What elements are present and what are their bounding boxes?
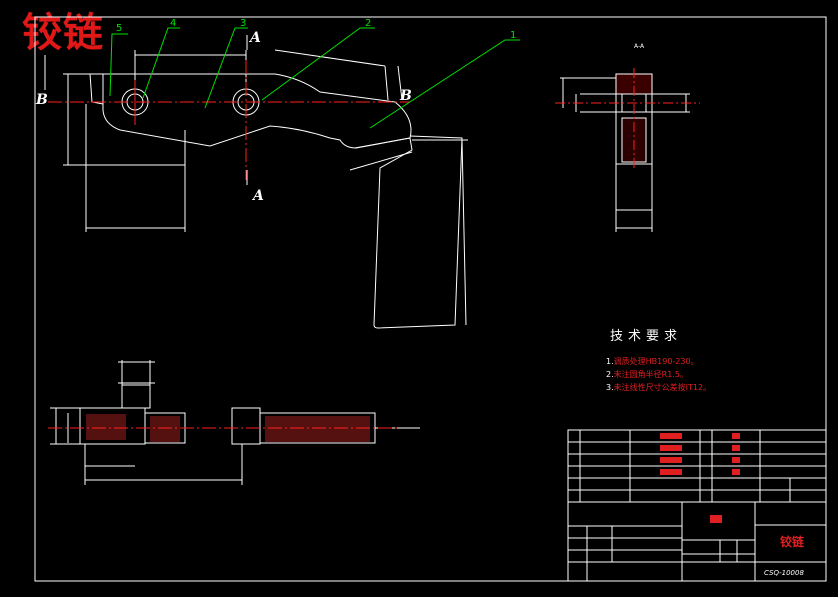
tech-req-num: 2. — [606, 370, 614, 379]
tb-drawing-name: 铰链 — [780, 534, 805, 549]
tb-drawing-number: CSQ-10008 — [764, 569, 804, 577]
cut-mark-a-top: A — [248, 30, 261, 46]
tech-req-item-2: 2.未注圆角半径R1.5。 — [606, 369, 688, 380]
tb-mark-4 — [660, 469, 682, 475]
balloon-2: 2 — [365, 18, 371, 29]
tb-mark-2 — [660, 445, 682, 451]
leader-4 — [142, 27, 180, 99]
sheet-border — [34, 16, 827, 582]
title-block-red-marks — [660, 433, 740, 523]
dim-angled-ext2 — [397, 65, 403, 101]
tech-req-item-1: 1.调质处理HB190-230。 — [606, 356, 699, 367]
tb-mark-1 — [660, 433, 682, 439]
hatch-left — [86, 414, 126, 440]
tb-mark-7 — [732, 457, 740, 463]
tech-req-num: 3. — [606, 383, 614, 392]
tb-mark-6 — [732, 445, 740, 451]
cut-mark-b-right: B — [399, 88, 412, 104]
tech-req-text: 未注线性尺寸公差按IT12。 — [613, 383, 712, 392]
leader-3 — [204, 27, 248, 109]
lever-edge — [349, 151, 413, 171]
title-block — [567, 429, 827, 582]
tb-mark-8 — [732, 469, 740, 475]
leader-2 — [261, 27, 375, 101]
cut-mark-b-left: B — [35, 92, 48, 108]
tech-req-text: 未注圆角半径R1.5。 — [613, 370, 688, 379]
balloon-5: 5 — [116, 23, 122, 34]
tech-req-num: 1. — [606, 357, 614, 366]
tb-mark-5 — [732, 433, 740, 439]
balloon-3: 3 — [240, 18, 246, 29]
bottom-view-pin-top — [121, 384, 151, 409]
tech-requirements-title: 技术要求 — [610, 329, 683, 344]
tb-mark-3 — [660, 457, 682, 463]
lever-arm-outline — [354, 135, 463, 329]
centerlines — [48, 60, 410, 180]
hatch-lever — [265, 416, 370, 442]
cut-mark-a-bottom: A — [251, 188, 264, 204]
leader-1 — [369, 39, 520, 129]
section-aa-centerlines — [555, 68, 700, 170]
section-aa-label: A-A — [634, 43, 645, 50]
dim-angled-top — [274, 49, 386, 67]
title-block-frame — [567, 429, 827, 582]
front-view — [44, 35, 468, 329]
bottom-view-hatching — [86, 414, 370, 442]
cut-mark-letters: A A B B — [35, 30, 412, 204]
bottom-view-hub — [231, 407, 261, 445]
section-aa-view — [560, 73, 690, 232]
dim-lever-length — [461, 139, 467, 326]
tech-req-item-3: 3.未注线性尺寸公差按IT12。 — [606, 382, 711, 393]
balloon-4: 4 — [170, 18, 176, 29]
balloon-1: 1 — [510, 30, 516, 41]
left-plate — [89, 73, 104, 105]
tb-material-mark — [710, 515, 722, 523]
tech-req-text: 调质处理HB190-230。 — [613, 357, 699, 366]
balloon-leaders — [109, 27, 520, 129]
leader-5 — [109, 33, 128, 97]
dim-angled-ext — [384, 65, 389, 101]
balloon-labels: 1 2 3 4 5 — [116, 18, 516, 41]
hinge-body-outline — [102, 73, 412, 149]
hatch-mid — [150, 416, 180, 442]
